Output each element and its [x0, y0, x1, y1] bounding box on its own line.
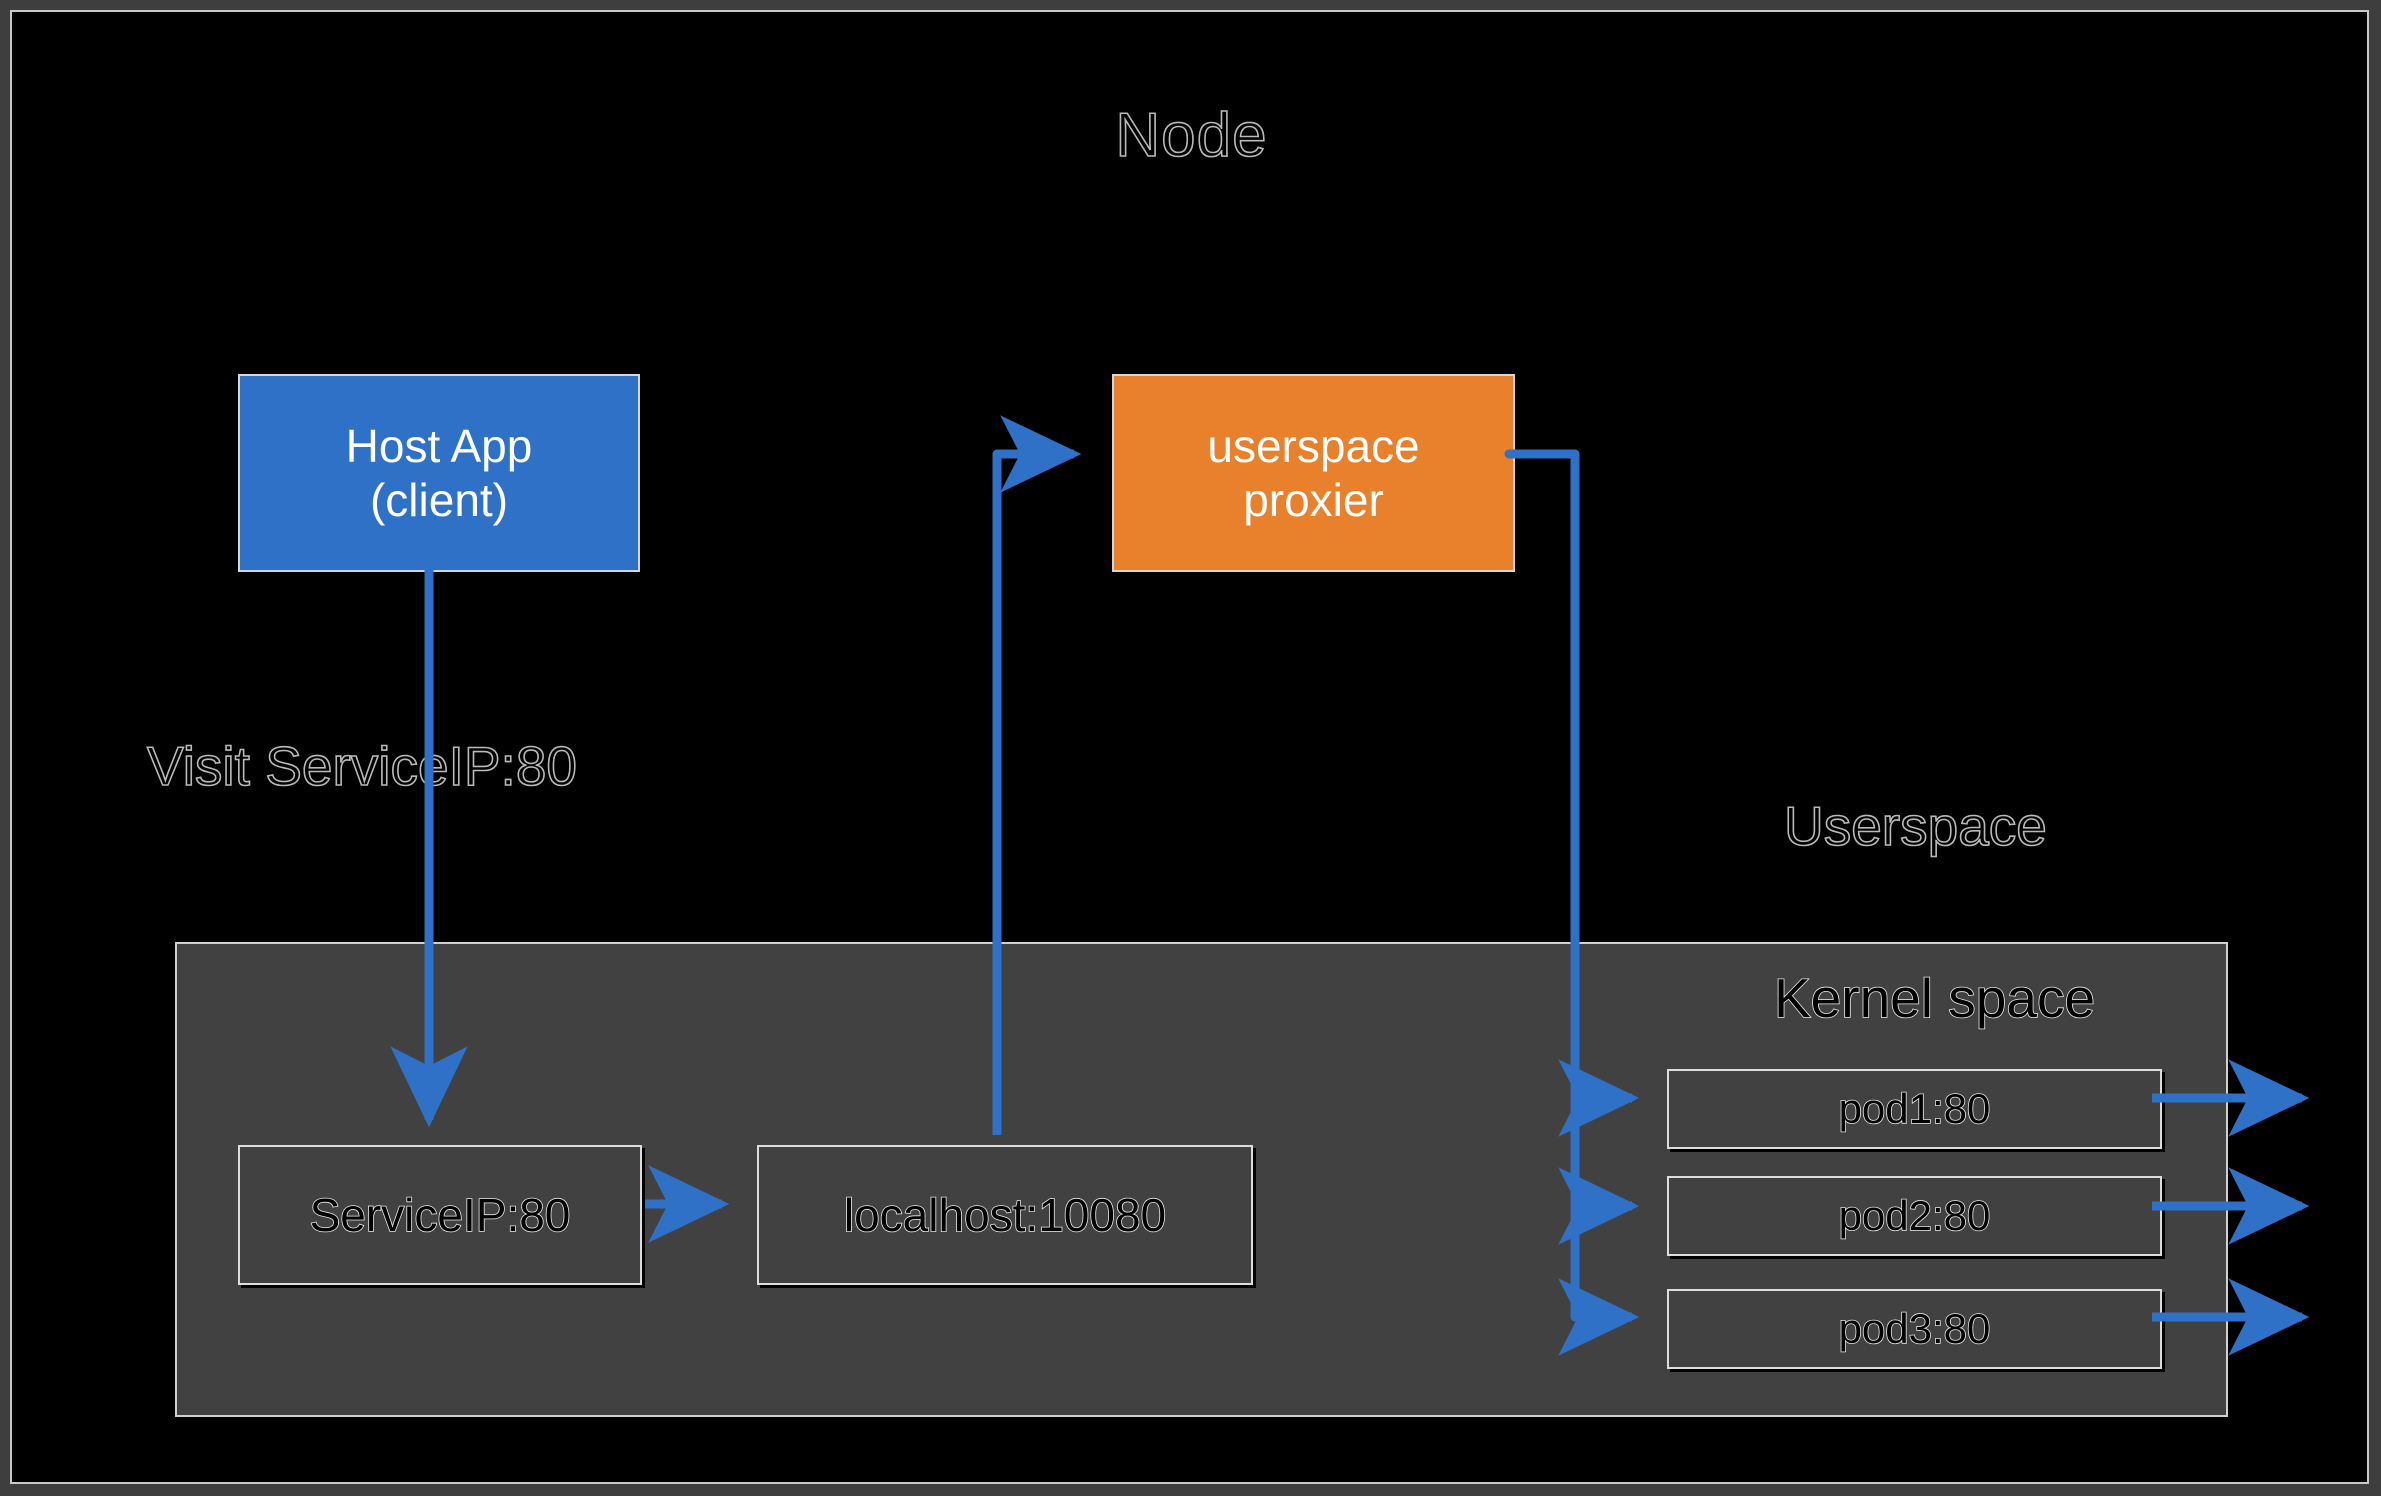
userspace-proxier-line1: userspace [1207, 419, 1420, 472]
pod3-box: pod3:80 [1667, 1289, 2162, 1369]
host-app-line2: (client) [369, 474, 509, 526]
visit-serviceip-label: Visit ServiceIP:80 [146, 734, 578, 798]
host-app-box: Host App (client) [238, 374, 640, 572]
pod1-box: pod1:80 [1667, 1069, 2162, 1149]
diagram-stage: Node Host [10, 10, 2369, 1484]
host-app-line1: Host App [345, 419, 533, 472]
page-title: Node [1115, 100, 1268, 171]
pod2-box: pod2:80 [1667, 1176, 2162, 1256]
pod1-label: pod1:80 [1838, 1084, 1991, 1133]
pod2-label: pod2:80 [1838, 1191, 1991, 1240]
kernel-space-label: Kernel space [1773, 966, 2096, 1030]
localhost-box: localhost:10080 [757, 1145, 1253, 1285]
userspace-label: Userspace [1783, 794, 2047, 858]
userspace-proxier-line2: proxier [1243, 474, 1384, 526]
service-ip-box: ServiceIP:80 [238, 1145, 642, 1285]
pod3-label: pod3:80 [1838, 1304, 1991, 1353]
service-ip-label: ServiceIP:80 [309, 1188, 571, 1242]
userspace-proxier-box: userspace proxier [1112, 374, 1515, 572]
localhost-label: localhost:10080 [843, 1188, 1167, 1242]
